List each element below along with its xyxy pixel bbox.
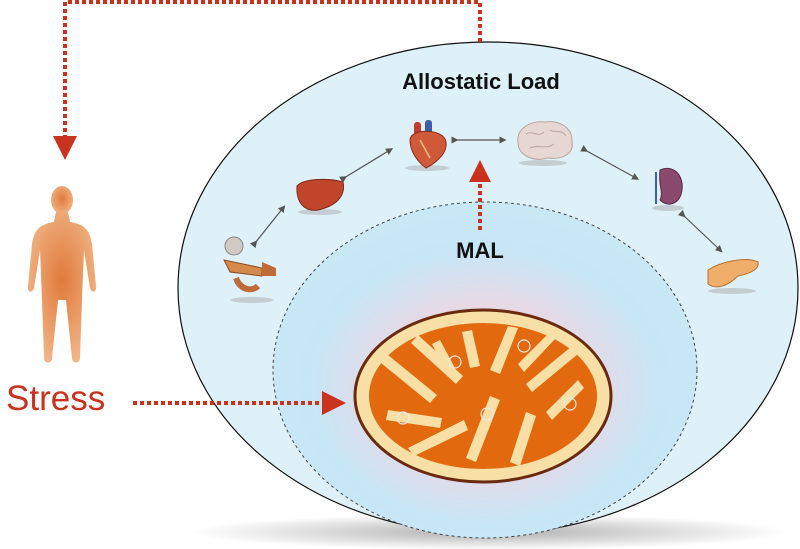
stress-label: Stress [6, 379, 105, 418]
kidney-icon [652, 168, 684, 211]
mal-to-organs-arrow [469, 160, 491, 230]
human-body-icon [27, 186, 97, 363]
liver-icon [296, 178, 345, 215]
feedback-arrow [53, 0, 482, 160]
stress-arrow [133, 391, 346, 415]
organ-links [249, 136, 723, 253]
brain-icon [517, 121, 573, 166]
allostatic-load-title: Allostatic Load [402, 69, 560, 94]
intestine-icon [223, 236, 276, 303]
heart-icon [405, 120, 449, 171]
mitochondrion-icon [353, 308, 613, 484]
mal-label: MAL [456, 238, 504, 263]
pancreas-icon [707, 259, 759, 294]
